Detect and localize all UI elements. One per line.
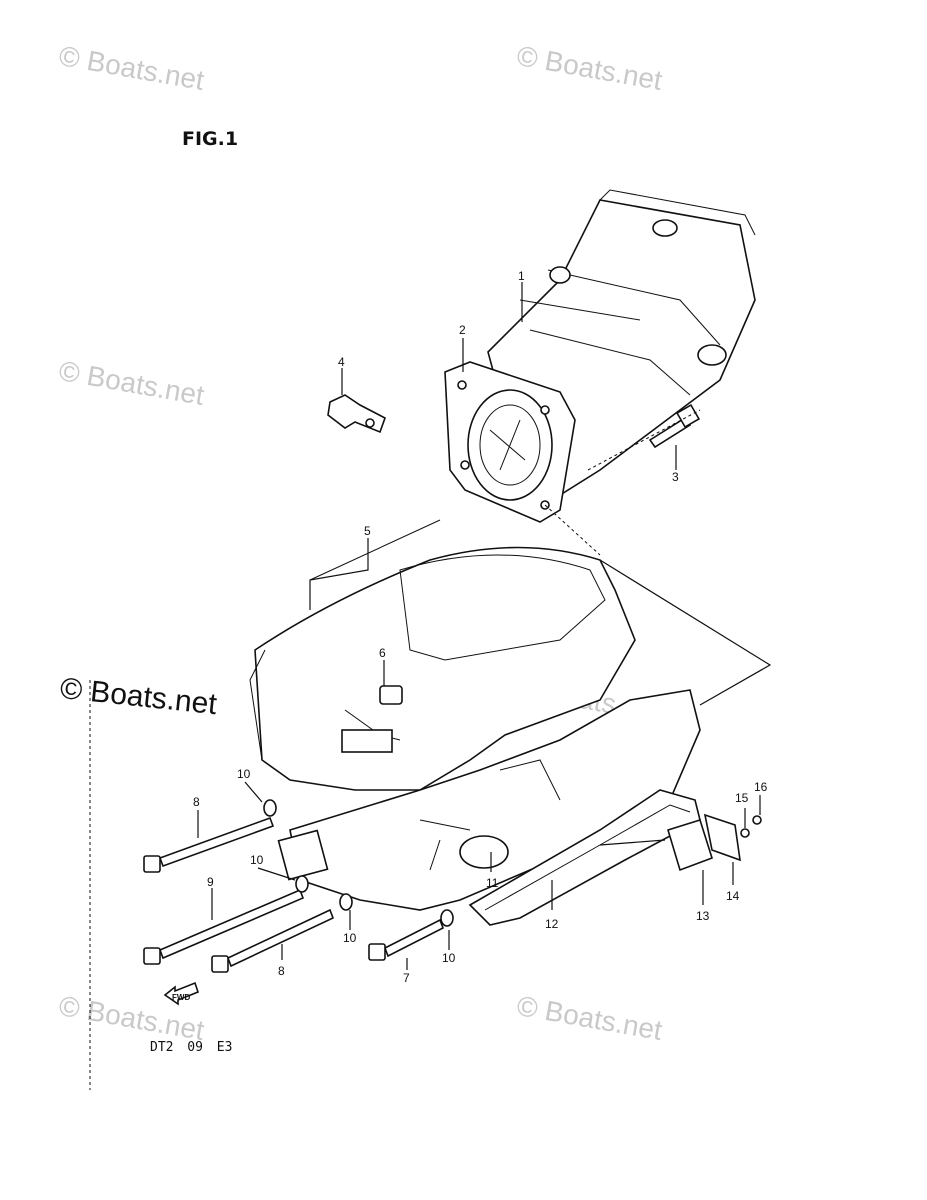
callout-number: 15 (735, 791, 749, 805)
long-bolt-part (143, 816, 445, 973)
washer-part (740, 815, 762, 838)
callout-number: 4 (338, 355, 345, 369)
callout-number: 3 (672, 470, 679, 484)
callout-number: 1 (518, 269, 525, 283)
flywheel-cover-part (249, 519, 636, 791)
forward-label: FWD (172, 993, 190, 1002)
callout-number: 10 (442, 951, 456, 965)
leader-lines (197, 282, 772, 970)
washer-part (263, 799, 454, 927)
figure-title: FIG.1 (182, 128, 239, 150)
plate-part (667, 813, 741, 872)
callout-number: 6 (379, 646, 386, 660)
callout-number: 5 (364, 524, 371, 538)
clamp-part (327, 394, 386, 434)
callout-number: 10 (237, 767, 251, 781)
callout-number: 2 (459, 323, 466, 337)
callout-number: 7 (403, 971, 410, 985)
bolt-part (648, 403, 701, 449)
callout-number: 14 (726, 889, 740, 903)
callout-labels: 1 2 3 4 5 6 7 8 8 9 10 10 10 10 11 12 13… (172, 269, 768, 1002)
callout-number: 8 (278, 964, 285, 978)
callout-number: 12 (545, 917, 559, 931)
callout-number: 9 (207, 875, 214, 889)
forward-arrow-icon (163, 981, 199, 1006)
callout-number: 10 (343, 931, 357, 945)
figure-code: DT2 09 E3 (150, 1040, 233, 1055)
crankcase-body (277, 689, 701, 911)
callout-number: 13 (696, 909, 710, 923)
callout-number: 16 (754, 780, 768, 794)
dowel-pin-part (379, 685, 403, 705)
callout-number: 10 (250, 853, 264, 867)
callout-number: 8 (193, 795, 200, 809)
gasket-part (444, 361, 576, 523)
callout-number: 11 (486, 876, 499, 890)
